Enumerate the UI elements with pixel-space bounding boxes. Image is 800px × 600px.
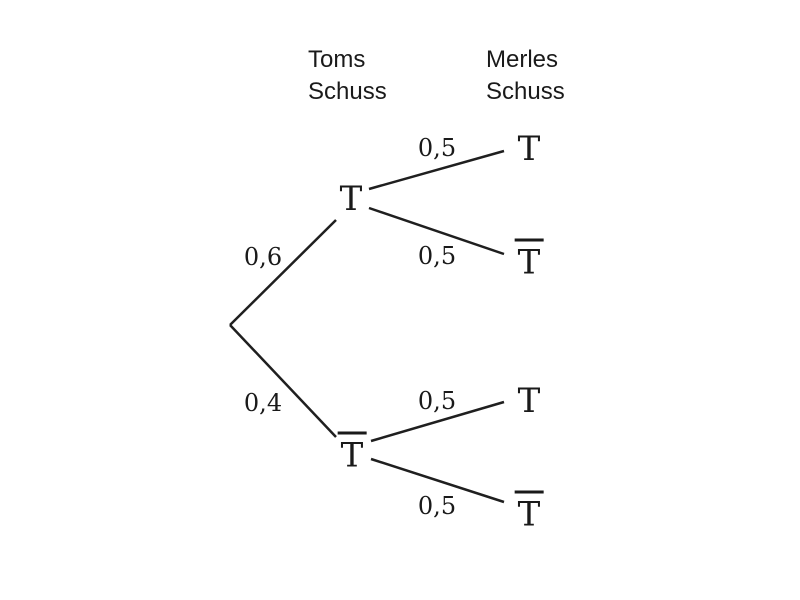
node-merle-hit-after-miss-label: T (517, 381, 541, 421)
node-tom-hit: T (337, 178, 366, 216)
node-tom-miss-label: T (337, 431, 367, 473)
probability-label-tom-miss: 0,4 (243, 389, 283, 417)
column-header-merle: Merles Schuss (486, 46, 565, 105)
column-header-tom: Toms Schuss (308, 46, 387, 105)
node-merle-miss-after-miss: T (514, 490, 544, 532)
branch-root-to-top (229, 219, 337, 326)
probability-label-merle-hit-after-miss: 0,5 (417, 387, 457, 415)
branch-top-to-hit (368, 149, 505, 191)
node-tom-miss: T (337, 431, 367, 473)
branch-bottom-to-hit (370, 400, 505, 443)
node-merle-hit-after-hit-label: T (517, 129, 541, 169)
probability-label-merle-miss-after-hit: 0,5 (417, 242, 457, 270)
branch-bottom-to-miss (370, 457, 505, 504)
node-merle-hit-after-miss: T (515, 380, 544, 418)
probability-label-tom-hit: 0,6 (243, 243, 283, 271)
node-merle-hit-after-hit: T (515, 128, 544, 166)
node-tom-hit-label: T (339, 179, 363, 219)
node-merle-miss-after-hit: T (514, 238, 544, 280)
node-merle-miss-after-hit-label: T (514, 238, 544, 280)
node-merle-miss-after-miss-label: T (514, 490, 544, 532)
branch-top-to-miss (368, 206, 505, 256)
branch-root-to-bottom (229, 324, 337, 438)
probability-label-merle-miss-after-miss: 0,5 (417, 492, 457, 520)
probability-label-merle-hit-after-hit: 0,5 (417, 134, 457, 162)
